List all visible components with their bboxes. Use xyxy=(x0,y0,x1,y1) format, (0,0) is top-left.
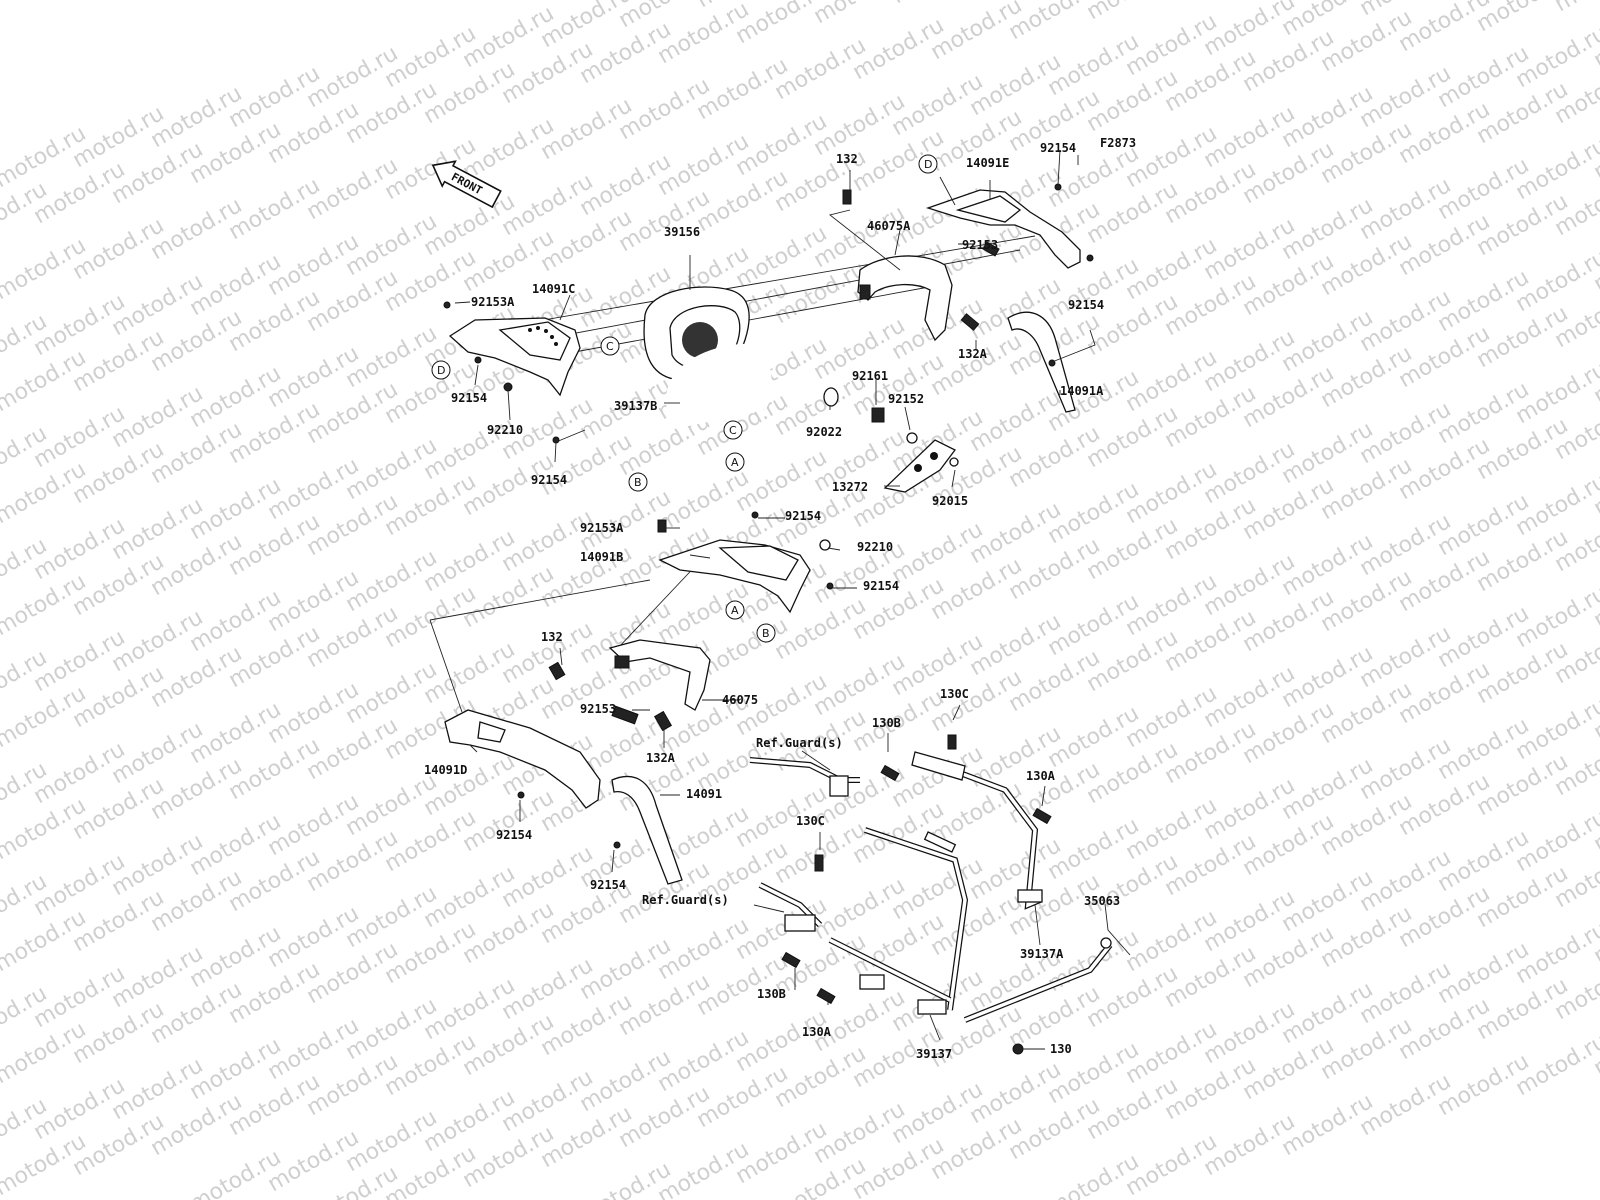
part-label: 92161 xyxy=(852,369,888,383)
part-label: 132A xyxy=(646,751,676,765)
callout-C-left: C xyxy=(600,336,620,356)
svg-text:A: A xyxy=(731,456,739,469)
cover-14091A xyxy=(1007,311,1076,413)
part-label: 132A xyxy=(958,347,988,361)
part-labels: 132 14091E 92154 46075A 92153 39156 9215… xyxy=(424,141,1120,1061)
part-label: 92154 xyxy=(590,878,626,892)
part-label: 92154 xyxy=(1068,298,1104,312)
bracket-46075A xyxy=(857,255,953,342)
part-label: 39137B xyxy=(614,399,657,413)
watermark-text: motod.ru xyxy=(810,0,910,29)
part-label: 46075 xyxy=(722,693,758,707)
callout-B-top: B xyxy=(628,472,648,492)
hardware-middle xyxy=(517,511,834,849)
part-label: 92154 xyxy=(531,473,567,487)
part-label: 14091 xyxy=(686,787,722,801)
part-label: 46075A xyxy=(867,219,911,233)
watermark-text: motod.ru xyxy=(1161,0,1261,5)
part-label: 14091D xyxy=(424,763,467,777)
ref-guard-bottom xyxy=(758,882,823,932)
part-label: 14091C xyxy=(532,282,575,296)
callout-D-top: D xyxy=(918,154,938,174)
hardware-top xyxy=(443,183,1094,467)
diagram-code: F2873 xyxy=(1100,136,1136,150)
svg-text:C: C xyxy=(729,424,737,437)
hardware-bottom xyxy=(781,734,1052,1055)
part-label: 39137A xyxy=(1020,947,1064,961)
leader-lines xyxy=(454,149,1131,1050)
ref-guard-top xyxy=(749,757,860,797)
part-label: 130B xyxy=(757,987,786,1001)
cover-14091B xyxy=(658,539,811,614)
part-label: 92154 xyxy=(785,509,821,523)
plate-13272 xyxy=(883,439,956,493)
svg-text:A: A xyxy=(731,604,739,617)
cover-14091 xyxy=(611,775,683,885)
part-label: 92153A xyxy=(580,521,624,535)
callout-D-left: D xyxy=(431,360,451,380)
guard-frame-39137A xyxy=(911,751,1043,910)
part-label: 13272 xyxy=(832,480,868,494)
callout-B-mid: B xyxy=(756,623,776,643)
part-label: 92154 xyxy=(863,579,899,593)
callout-A-top: A xyxy=(725,452,745,472)
guard-bar-35063 xyxy=(963,937,1113,1023)
part-label: 92154 xyxy=(451,391,487,405)
part-label: 14091B xyxy=(580,550,623,564)
part-label: 39137 xyxy=(916,1047,952,1061)
part-label: 92154 xyxy=(1040,141,1076,155)
part-label: 92154 xyxy=(496,828,532,842)
callout-A-mid: A xyxy=(725,600,745,620)
bracket-46075 xyxy=(608,639,711,711)
backrest-bar-39137B xyxy=(665,343,773,431)
part-label: 92210 xyxy=(487,423,523,437)
part-label: 39156 xyxy=(664,225,700,239)
svg-text:D: D xyxy=(437,364,445,377)
callout-C-mid: C xyxy=(723,420,743,440)
watermark-text: motod.ru xyxy=(1083,0,1183,25)
part-label: Ref.Guard(s) xyxy=(642,893,729,907)
watermark-text: motod.ru xyxy=(888,0,988,9)
part-label: 132 xyxy=(836,152,858,166)
part-label: 14091A xyxy=(1060,384,1104,398)
part-label: 92153 xyxy=(962,238,998,252)
part-label: 92153 xyxy=(580,702,616,716)
part-label: 130C xyxy=(796,814,825,828)
part-label: 130A xyxy=(1026,769,1056,783)
svg-text:B: B xyxy=(762,627,770,640)
cover-14091D xyxy=(444,709,601,809)
svg-text:B: B xyxy=(634,476,642,489)
part-label: Ref.Guard(s) xyxy=(756,736,843,750)
part-label: 92210 xyxy=(857,540,893,554)
svg-text:D: D xyxy=(924,158,932,171)
part-label: 130C xyxy=(940,687,969,701)
part-label: 132 xyxy=(541,630,563,644)
part-label: 92015 xyxy=(932,494,968,508)
part-label: 130 xyxy=(1050,1042,1072,1056)
cover-14091C xyxy=(448,317,581,397)
part-label: 130A xyxy=(802,1025,832,1039)
svg-text:C: C xyxy=(606,340,614,353)
guard-frame-39137 xyxy=(828,827,969,1015)
part-label: 92152 xyxy=(888,392,924,406)
part-label: 14091E xyxy=(966,156,1009,170)
cover-14091E xyxy=(925,189,1081,269)
part-label: 35063 xyxy=(1084,894,1120,908)
part-label: 130B xyxy=(872,716,901,730)
part-label: 92153A xyxy=(471,295,515,309)
part-label: 92022 xyxy=(806,425,842,439)
watermark-text: motod.ru xyxy=(1551,0,1600,17)
